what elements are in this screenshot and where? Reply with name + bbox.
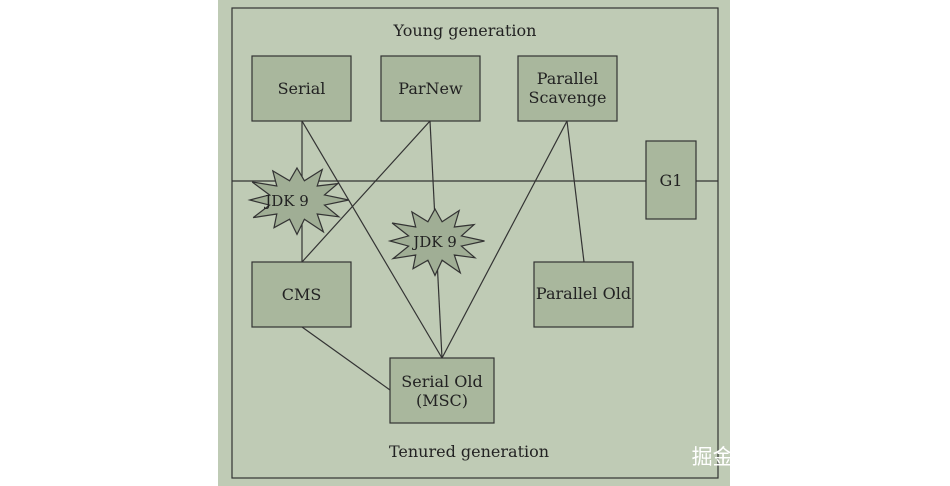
deprecation-badge-serial-cms: JDK 9 (247, 166, 349, 236)
collector-box (389, 357, 495, 424)
collector-box (645, 140, 697, 220)
collector-cms: CMS (251, 261, 352, 328)
deprecation-badge-parnew-serial-old: JDK 9 (387, 207, 485, 277)
collector-label: G1 (660, 171, 683, 190)
collector-label: CMS (282, 285, 322, 304)
connection-parnew-cms (301, 120, 431, 263)
collector-box (251, 261, 352, 328)
collector-label-line-2: Scavenge (529, 88, 607, 107)
collector-serial: Serial (251, 55, 352, 122)
collector-box (533, 261, 634, 328)
collector-serial-old: Serial Old (MSC) (389, 357, 495, 424)
collector-label-line-1: Parallel (537, 69, 599, 88)
tenured-generation-label: Tenured generation (389, 442, 549, 461)
starburst-icon (387, 207, 485, 277)
badge-label: JDK 9 (263, 192, 309, 210)
collector-box (251, 55, 352, 122)
connection-cms-serial-old (301, 326, 391, 391)
collector-label: Parallel Old (536, 284, 631, 303)
collector-label-line-2: (MSC) (416, 391, 468, 410)
collector-g1: G1 (645, 140, 697, 220)
collector-box (517, 55, 618, 122)
collector-parallel-scavenge: Parallel Scavenge (517, 55, 618, 122)
collector-parallel-old: Parallel Old (533, 261, 634, 328)
connection-parallel-scavenge-parallel-old (566, 120, 585, 263)
watermark-text: 掘金技术社区 @ 日习一技 (692, 445, 936, 469)
badge-label: JDK 9 (411, 233, 457, 251)
collector-box (380, 55, 481, 122)
connection-parallel-scavenge-serial-old (441, 120, 568, 359)
collector-parnew: ParNew (380, 55, 481, 122)
diagram-frame (231, 7, 719, 479)
collector-label: Serial (278, 79, 326, 98)
collector-label: ParNew (398, 79, 463, 98)
collector-label-line-1: Serial Old (401, 372, 482, 391)
young-generation-label: Young generation (393, 21, 537, 40)
starburst-icon (247, 166, 349, 236)
connection-serial-serial-old (301, 120, 443, 359)
